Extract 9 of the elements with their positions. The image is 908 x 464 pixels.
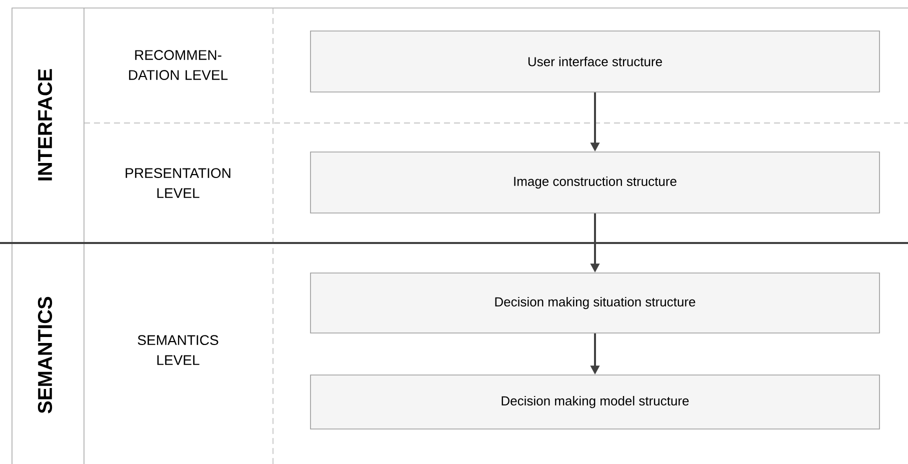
process-box: Image construction structure xyxy=(310,152,880,214)
level-label: RECOMMEN- DATION LEVEL xyxy=(129,50,228,80)
section-title: SEMANTICS xyxy=(38,296,52,414)
level-label: PRESENTATION LEVEL xyxy=(126,168,230,198)
level-label: SEMANTICS LEVEL xyxy=(138,335,218,365)
process-box: User interface structure xyxy=(310,30,880,92)
section-title: INTERFACE xyxy=(38,69,52,180)
process-box: Decision making situation structure xyxy=(310,272,880,334)
process-box: Decision making model structure xyxy=(310,374,880,430)
